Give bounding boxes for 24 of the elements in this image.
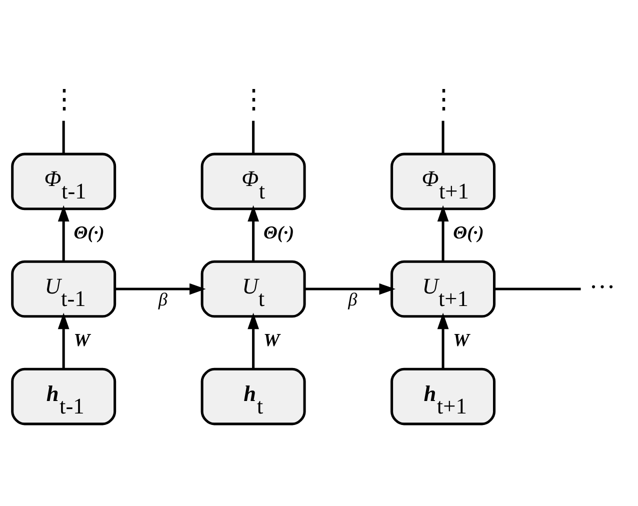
arrow bbox=[114, 282, 206, 294]
edge-label: W bbox=[263, 330, 280, 350]
edge-label: Θ(·) bbox=[263, 222, 294, 242]
arrow bbox=[304, 282, 396, 294]
edge-label: Θ(·) bbox=[453, 222, 484, 242]
arrow bbox=[437, 312, 449, 368]
edge-label: Θ(·) bbox=[74, 222, 104, 242]
arrow bbox=[437, 204, 449, 261]
arrow bbox=[58, 204, 70, 261]
edge-label: W bbox=[74, 330, 90, 350]
edge-label: β bbox=[158, 289, 168, 310]
arrow bbox=[248, 204, 259, 261]
connector bbox=[252, 120, 255, 154]
node-text: ⋮ bbox=[50, 84, 77, 114]
arrow bbox=[248, 312, 259, 368]
node-text: ··· bbox=[589, 272, 616, 301]
connector bbox=[494, 287, 581, 290]
arrow bbox=[58, 312, 70, 368]
edge-label: W bbox=[453, 330, 470, 350]
node-text: ⋮ bbox=[430, 84, 456, 114]
connector bbox=[442, 120, 444, 154]
node-text: ⋮ bbox=[240, 84, 267, 114]
connector bbox=[62, 120, 65, 154]
edge-label: β bbox=[348, 289, 358, 310]
